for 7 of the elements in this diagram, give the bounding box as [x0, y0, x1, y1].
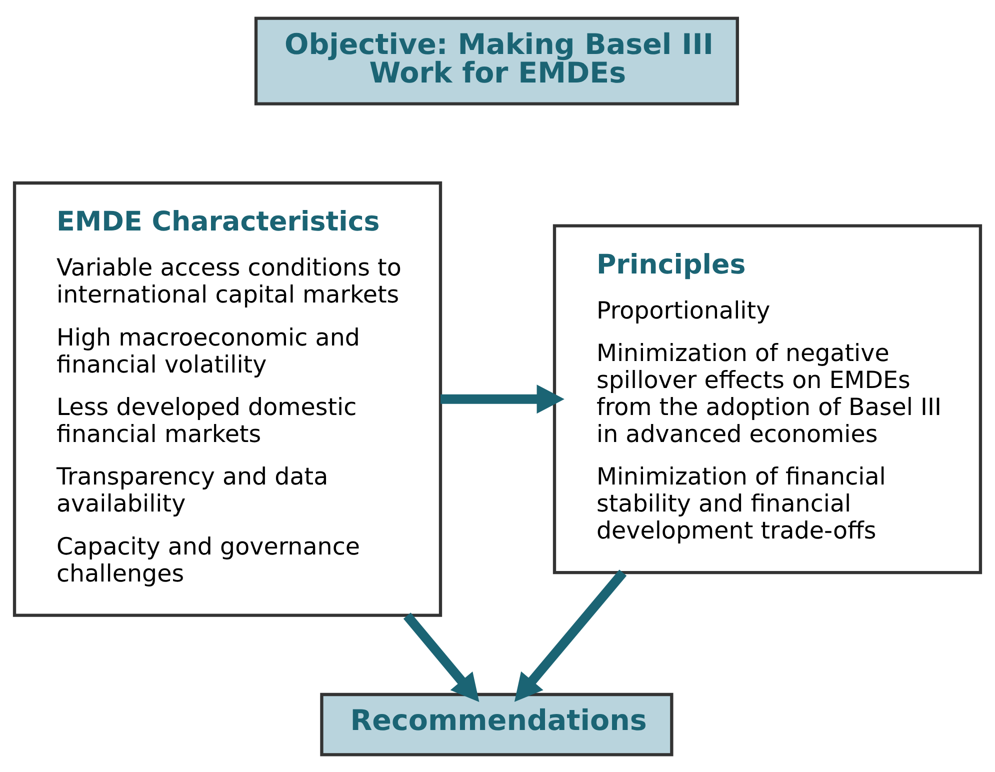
arrow — [514, 569, 627, 702]
arrow — [440, 384, 564, 414]
node-box: EMDE Characteristics Variable access conditions to international capital markets High macroeconomic and financial volatility Less developed domestic financial markets Transparency and data availability Capacity and governance challenges — [12, 180, 442, 616]
arrow — [403, 612, 480, 702]
node-box: Principles Proportionality Minimization of negative spillover effects on EMDEs from the adoption of Basel III in advanced economies Minimization of financial stability and financial development trade-offs — [552, 224, 982, 574]
node-box: Recommendations — [320, 692, 674, 756]
node-box: Objective: Making Basel III Work for EMDEs — [254, 16, 739, 105]
